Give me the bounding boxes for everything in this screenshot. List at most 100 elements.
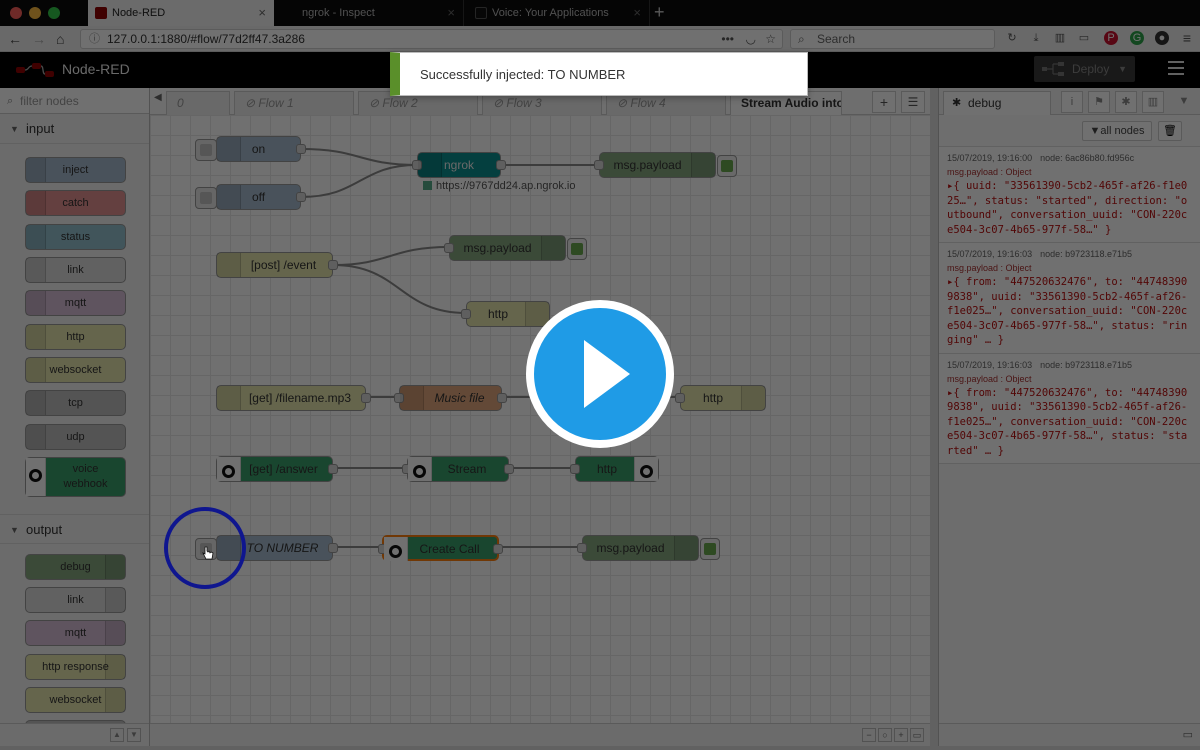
- output-port[interactable]: [497, 393, 507, 403]
- palette-node-websocket-out[interactable]: websocket: [25, 687, 126, 713]
- palette-node-catch[interactable]: catch: [25, 190, 126, 216]
- extension-icon[interactable]: ●: [1155, 31, 1169, 45]
- palette-node-debug[interactable]: debug: [25, 554, 126, 580]
- add-flow-button[interactable]: +: [872, 91, 896, 113]
- bug-icon[interactable]: ✱: [1115, 91, 1137, 113]
- input-port[interactable]: [577, 543, 587, 553]
- forward-arrow-icon[interactable]: →: [32, 31, 46, 47]
- close-icon[interactable]: ×: [258, 5, 266, 20]
- debug-toggle-button[interactable]: [717, 155, 737, 177]
- node-http-1[interactable]: http: [461, 301, 550, 327]
- output-port[interactable]: [496, 160, 506, 170]
- node-music-file[interactable]: Music file: [394, 385, 507, 411]
- node-on[interactable]: on: [195, 136, 306, 162]
- message-node[interactable]: node: b9723118.e71b5: [1040, 359, 1133, 370]
- bookmark-star-icon[interactable]: ☆: [765, 32, 776, 46]
- filter-nodes-input[interactable]: ⌕ filter nodes: [0, 88, 149, 114]
- maximize-window-icon[interactable]: [48, 7, 60, 19]
- list-flows-icon[interactable]: ☰: [901, 91, 925, 113]
- browser-tab-node-red[interactable]: Node-RED ×: [88, 0, 274, 26]
- play-icon[interactable]: [526, 300, 674, 448]
- new-tab-icon[interactable]: +: [654, 2, 665, 22]
- palette-node-websocket[interactable]: websocket: [25, 357, 126, 383]
- output-port[interactable]: [296, 192, 306, 202]
- flag-icon[interactable]: ⚑: [1088, 91, 1110, 113]
- browser-menu-icon[interactable]: ≡: [1182, 30, 1192, 46]
- page-actions-icon[interactable]: •••: [721, 32, 734, 46]
- message-body[interactable]: ▸{ from: "447520632476", to: "4474839098…: [947, 386, 1188, 457]
- filter-all-nodes-button[interactable]: ▼all nodes: [1082, 121, 1152, 141]
- palette-node-udp[interactable]: udp: [25, 424, 126, 450]
- node-http-3[interactable]: http: [570, 456, 659, 482]
- palette-node-http[interactable]: http: [25, 324, 126, 350]
- output-port[interactable]: [493, 544, 503, 554]
- palette-category-input[interactable]: ▼ input: [0, 114, 149, 144]
- node-http-2[interactable]: http: [675, 385, 766, 411]
- message-body[interactable]: ▸{ uuid: "33561390-5cb2-465f-af26-f1e025…: [947, 180, 1188, 236]
- library-icon[interactable]: ▥: [1054, 32, 1066, 44]
- deploy-button[interactable]: Deploy ▼: [1034, 56, 1135, 82]
- chart-icon[interactable]: ▥: [1142, 91, 1164, 113]
- node-msg-payload-3[interactable]: msg.payload: [577, 535, 720, 561]
- url-bar[interactable]: ⓘ 127.0.0.1:1880/#flow/77d2ff47.3a286 ••…: [80, 29, 783, 49]
- input-port[interactable]: [594, 160, 604, 170]
- collapse-up-icon[interactable]: ▲: [110, 728, 124, 742]
- close-icon[interactable]: ×: [633, 5, 641, 20]
- zoom-in-icon[interactable]: +: [894, 728, 908, 742]
- message-body[interactable]: ▸{ from: "447520632476", to: "4474839098…: [947, 276, 1188, 346]
- close-window-icon[interactable]: [10, 7, 22, 19]
- trash-icon[interactable]: 🗑: [1158, 121, 1182, 141]
- chevron-down-icon[interactable]: ▼: [1118, 64, 1127, 74]
- palette-node-mqtt-out[interactable]: mqtt: [25, 620, 126, 646]
- close-icon[interactable]: ×: [447, 5, 455, 20]
- grammarly-icon[interactable]: G: [1130, 31, 1144, 45]
- inject-button[interactable]: [195, 139, 217, 161]
- output-port[interactable]: [361, 393, 371, 403]
- pinterest-icon[interactable]: P: [1104, 31, 1118, 45]
- palette-node-http-response[interactable]: http response: [25, 654, 126, 680]
- minimize-window-icon[interactable]: [29, 7, 41, 19]
- sidebar-toggle-icon[interactable]: ▭: [1078, 32, 1090, 44]
- input-port[interactable]: [461, 309, 471, 319]
- pocket-icon[interactable]: ◡: [745, 32, 756, 46]
- info-icon[interactable]: ⓘ: [89, 33, 100, 45]
- browser-tab-voice[interactable]: Voice: Your Applications ×: [468, 0, 650, 26]
- chevron-down-icon[interactable]: ▼: [1178, 95, 1190, 107]
- palette-node-status[interactable]: status: [25, 224, 126, 250]
- palette-node-link[interactable]: link: [25, 257, 126, 283]
- tab-flow-1[interactable]: ⊘ Flow 1: [234, 91, 354, 115]
- output-port[interactable]: [328, 464, 338, 474]
- node-msg-payload-1[interactable]: msg.payload: [594, 152, 737, 178]
- node-ngrok[interactable]: ngrok: [412, 152, 506, 178]
- reload-icon[interactable]: ↻: [1007, 32, 1017, 44]
- input-port[interactable]: [570, 464, 580, 474]
- flow-canvas[interactable]: on off ngrok https://9767dd24.ap.ngrok.i…: [150, 115, 930, 723]
- node-get-answer[interactable]: [get] /answer: [216, 456, 338, 482]
- output-port[interactable]: [328, 260, 338, 270]
- palette-category-output[interactable]: ▼ output: [0, 514, 149, 544]
- palette-node-link-out[interactable]: link: [25, 587, 126, 613]
- input-port[interactable]: [675, 393, 685, 403]
- inject-button[interactable]: [195, 187, 217, 209]
- palette-node-mqtt[interactable]: mqtt: [25, 290, 126, 316]
- menu-icon[interactable]: [1168, 61, 1184, 79]
- node-msg-payload-2[interactable]: msg.payload: [444, 235, 587, 261]
- navigator-icon[interactable]: ▭: [910, 728, 924, 742]
- debug-toggle-button[interactable]: [700, 538, 720, 560]
- node-create-call[interactable]: Create Call: [378, 535, 503, 561]
- scroll-left-icon[interactable]: ◀: [154, 92, 162, 103]
- output-port[interactable]: [504, 464, 514, 474]
- search-input[interactable]: ⌕ Search: [790, 29, 995, 49]
- palette-node-inject[interactable]: inject: [25, 157, 126, 183]
- node-get-filename[interactable]: [get] /filename.mp3: [216, 385, 371, 411]
- output-port[interactable]: [328, 543, 338, 553]
- tab-flow-0[interactable]: 0: [166, 91, 230, 115]
- tab-debug[interactable]: ✱ debug: [943, 91, 1051, 115]
- node-stream[interactable]: Stream: [402, 456, 514, 482]
- palette-node-tcp[interactable]: tcp: [25, 390, 126, 416]
- message-node[interactable]: node: b9723118.e71b5: [1040, 249, 1133, 259]
- input-port[interactable]: [444, 243, 454, 253]
- browser-tab-ngrok[interactable]: ngrok - Inspect ×: [278, 0, 464, 26]
